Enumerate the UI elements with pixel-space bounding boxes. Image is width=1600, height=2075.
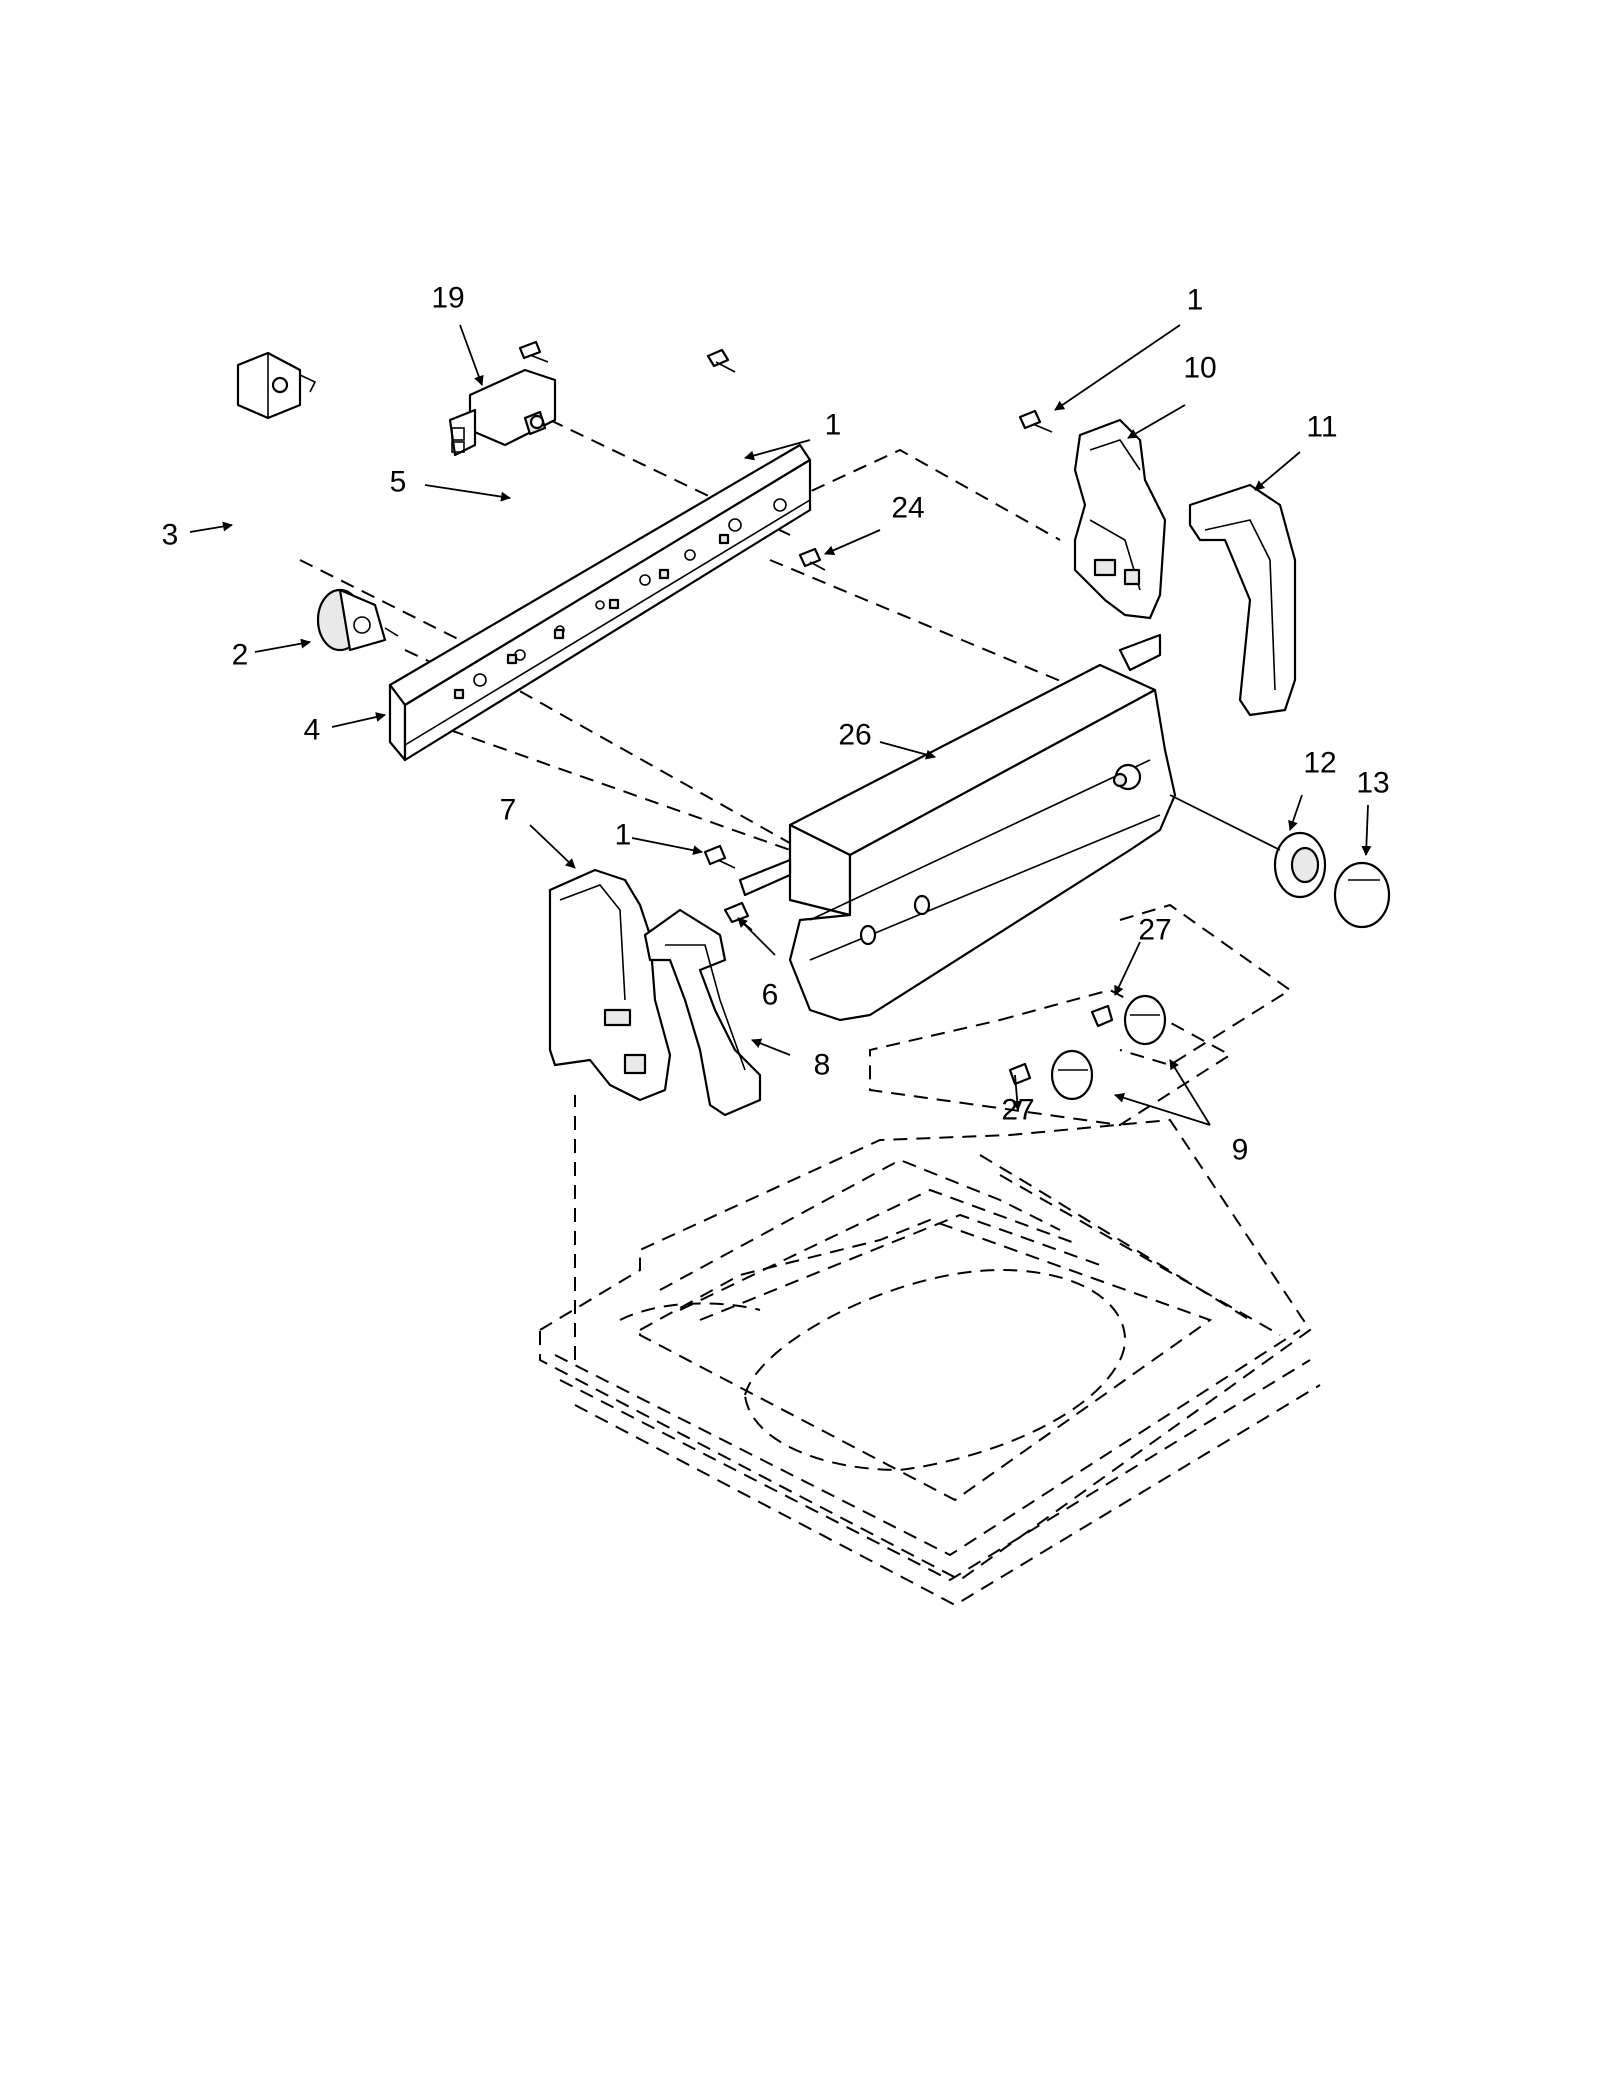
callout-6: 6 (762, 979, 779, 1012)
callout-4: 4 (304, 714, 321, 747)
part-8-end-cap (643, 908, 762, 1117)
callout-1-top: 1 (825, 409, 842, 442)
screw-24 (798, 547, 826, 571)
screw-1-lower (703, 844, 736, 869)
callout-27-lower: 27 (1001, 1094, 1034, 1127)
callout-10: 10 (1183, 352, 1216, 385)
callout-5: 5 (390, 466, 407, 499)
callout-labels: 19 1 10 11 1 5 24 3 2 4 26 12 13 7 1 27 … (162, 282, 1390, 1167)
part-27-knob-upper (1090, 994, 1167, 1046)
screw-6 (723, 901, 753, 931)
part-2-rotary-switch (316, 588, 399, 652)
screw-1-right (1018, 409, 1053, 433)
part-13-knob (1333, 861, 1391, 929)
part-19-switch (448, 368, 557, 457)
callout-2: 2 (232, 639, 249, 672)
callout-19: 19 (431, 282, 464, 315)
callout-8: 8 (814, 1049, 831, 1082)
callout-26: 26 (838, 719, 871, 752)
part-11-end-cap (1188, 483, 1297, 717)
callout-9: 9 (1232, 1134, 1249, 1167)
screw-5 (518, 340, 549, 363)
callout-3: 3 (162, 519, 179, 552)
part-26-console-panel (738, 633, 1177, 1022)
screw-1-top (706, 348, 736, 373)
callout-11: 11 (1306, 411, 1337, 444)
part-4-console-rail (388, 443, 812, 762)
callout-1-right: 1 (1187, 284, 1204, 317)
part-3-switch (236, 351, 317, 420)
callout-12: 12 (1303, 747, 1336, 780)
callout-24: 24 (891, 492, 924, 525)
part-27-knob-lower (1008, 1049, 1094, 1101)
part-7-end-bracket (548, 868, 672, 1102)
part-12-bezel (1169, 794, 1327, 899)
leader-arrows (189, 324, 1372, 1126)
callout-13: 13 (1356, 767, 1389, 800)
callout-7: 7 (500, 794, 517, 827)
callout-1-lower: 1 (615, 819, 632, 852)
cabinet-top-outline (539, 1118, 1321, 1607)
part-10-end-bracket (1073, 418, 1167, 620)
callout-27-upper: 27 (1138, 914, 1171, 947)
